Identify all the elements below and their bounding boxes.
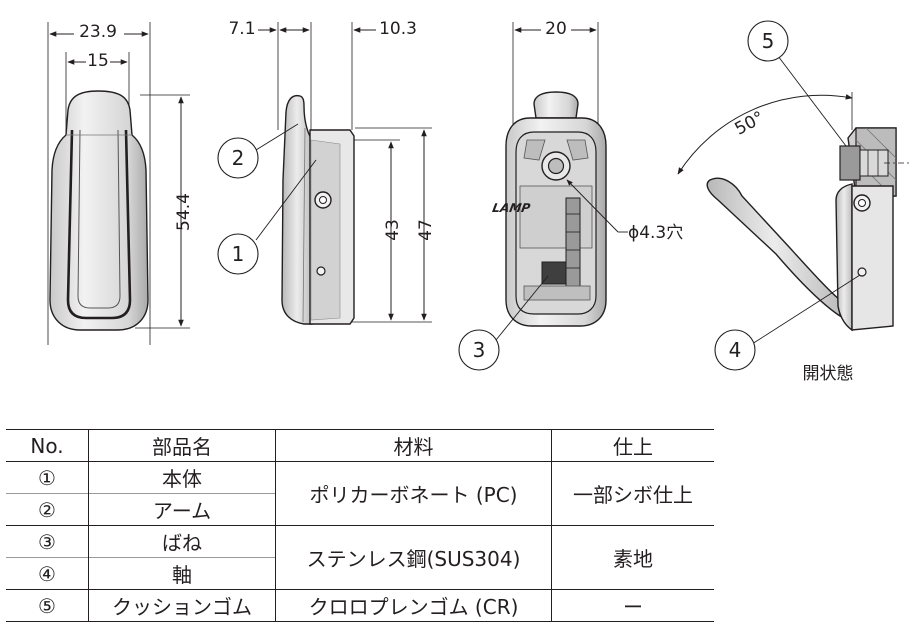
open-angle-label: 50° [732,108,768,140]
width-inner-label: 15 [87,51,109,71]
part-name: クッションゴム [88,589,276,622]
row-number: ② [6,493,89,526]
material-cell: クロロプレンゴム (CR) [275,589,552,622]
callout-1-label: 1 [232,242,245,266]
side-h2-label: 47 [416,219,436,241]
front-view: 23.9 15 54.4 [47,20,194,345]
technical-drawing: 23.9 15 54.4 7.1 10.3 43 47 [47,18,912,384]
header-no: No. [6,429,89,462]
width-overall-label: 23.9 [79,22,117,42]
row-number: ③ [6,525,89,558]
table-row: ⑤ クッションゴム クロロプレンゴム (CR) ー [6,589,714,622]
brand-mark: LAMP [491,201,531,215]
callout-2: 2 [217,123,299,179]
back-view: 20 LAMP ϕ4.3穴 [491,18,683,327]
callout-5-label: 5 [762,29,775,53]
hole-label: ϕ4.3穴 [628,223,683,243]
finish-cell: 素地 [551,525,714,590]
table-row: ③ ばね ステンレス鋼(SUS304) 素地 [6,525,714,590]
part-name: ばね [88,525,276,558]
parts-table: No. 部品名 材料 仕上 ① 本体 ポリカーボネート (PC) 一部シボ仕上 … [6,429,714,622]
finish-cell: ー [551,589,714,622]
row-number: ④ [6,557,89,590]
side-right-label: 10.3 [379,19,417,39]
side-view: 7.1 10.3 43 47 [228,19,436,325]
callout-4: 4 [714,274,861,371]
height-overall-label: 54.4 [174,193,194,231]
finish-cell: 一部シボ仕上 [551,461,714,526]
side-h1-label: 43 [383,219,403,241]
part-name: 本体 [88,461,276,494]
table-row: ② アーム [6,493,714,526]
callout-5: 5 [747,20,847,147]
table-row: ① 本体 ポリカーボネート (PC) 一部シボ仕上 [6,461,714,526]
material-cell: ステンレス鋼(SUS304) [275,525,552,590]
table-header-row: No. 部品名 材料 仕上 [6,429,714,462]
callout-4-label: 4 [729,338,742,362]
open-state-label: 開状態 [803,364,854,384]
row-number: ① [6,461,89,494]
row-number: ⑤ [6,589,89,622]
side-left-label: 7.1 [228,19,255,39]
material-cell: ポリカーボネート (PC) [275,461,552,526]
open-state-view: 50° 開状態 [677,92,912,384]
callout-3-label: 3 [473,338,486,362]
back-width-label: 20 [545,19,567,39]
part-name: 軸 [88,557,276,590]
header-material: 材料 [275,429,552,462]
table-row: ④ 軸 [6,557,714,590]
callout-3: 3 [458,275,549,371]
header-part-name: 部品名 [88,429,276,462]
header-finish: 仕上 [551,429,714,462]
callout-1: 1 [217,159,317,275]
callout-2-label: 2 [232,146,245,170]
part-name: アーム [88,493,276,526]
